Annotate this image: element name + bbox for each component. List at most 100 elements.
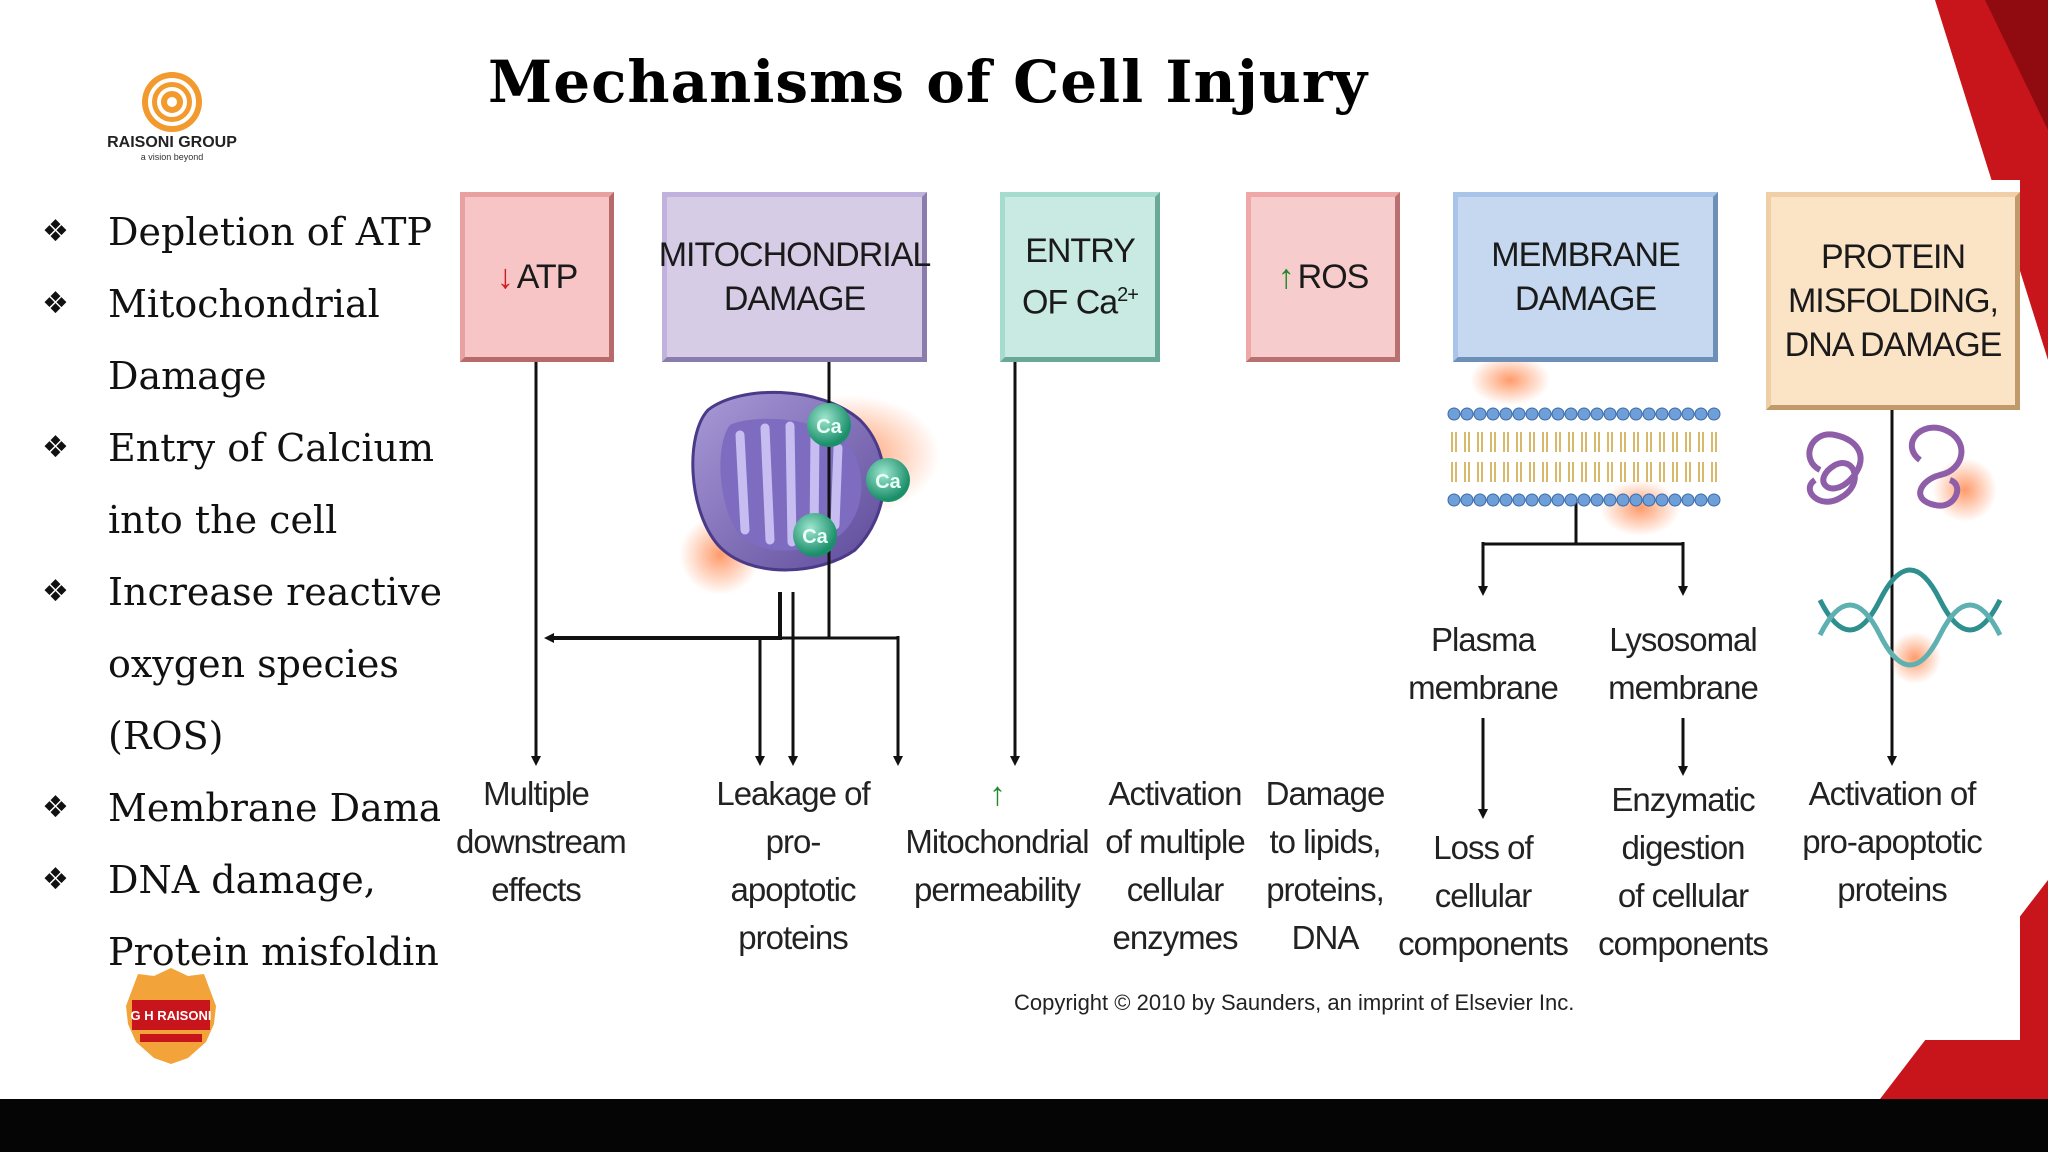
lipid-tail xyxy=(1698,432,1704,452)
lipid-head xyxy=(1512,493,1526,507)
outcome-loss-components: Loss of cellular components xyxy=(1398,824,1569,968)
lipid-tail xyxy=(1503,462,1509,482)
lipid-head xyxy=(1668,407,1682,421)
lipid-tail xyxy=(1646,462,1652,482)
plasma-label-line2: membrane xyxy=(1408,669,1559,706)
raisoni-spiral-logo-icon xyxy=(142,72,202,132)
crest-logo-text: G H RAISONI xyxy=(131,1008,212,1023)
four-petal-diamond-icon: ❖ xyxy=(42,430,69,465)
lipid-tail xyxy=(1477,432,1483,452)
lipid-head xyxy=(1577,407,1591,421)
lipid-tail xyxy=(1685,432,1691,452)
lipid-head xyxy=(1642,493,1656,507)
diagram-graphics: Ca Ca Ca xyxy=(531,355,2003,819)
lipid-head xyxy=(1655,407,1669,421)
plasma-membrane-label: Plasma membrane xyxy=(1403,616,1563,712)
outcome-line: enzymes xyxy=(1112,919,1238,956)
bullet-text: Mitochondrial xyxy=(108,282,380,326)
lipid-tail xyxy=(1464,432,1470,452)
bullet-text-continued: Protein misfolding xyxy=(108,930,464,974)
protein-box-line3: DNA DAMAGE xyxy=(1784,326,2003,364)
lipid-head xyxy=(1629,493,1643,507)
bottom-bar xyxy=(0,1099,2048,1152)
lipid-head xyxy=(1486,407,1500,421)
page-title: Mechanisms of Cell Injury xyxy=(488,48,1369,116)
lipid-head xyxy=(1590,407,1604,421)
membrane-damage-box: MEMBRANE DAMAGE xyxy=(1453,192,1718,362)
lipid-head xyxy=(1512,407,1526,421)
calcium-ion-label: Ca xyxy=(816,416,842,438)
calcium-box-line1: ENTRY xyxy=(1025,232,1136,271)
lipid-tail xyxy=(1568,462,1574,482)
outcome-line: cellular xyxy=(1434,877,1533,914)
four-petal-diamond-icon: ❖ xyxy=(42,574,69,609)
membrane-glow xyxy=(1600,480,1680,536)
lipid-head xyxy=(1473,407,1487,421)
lipid-tail xyxy=(1581,432,1587,452)
lipid-head xyxy=(1538,407,1552,421)
lipid-tail xyxy=(1711,432,1717,452)
outcome-mito-permeability: ↑ Mitochondrial permeability xyxy=(902,770,1092,914)
bullet-text: Entry of Calcium xyxy=(108,426,435,470)
lipid-head xyxy=(1447,407,1461,421)
calcium-ion-label: Ca xyxy=(802,526,828,548)
lipid-tail xyxy=(1698,462,1704,482)
plasma-label-line1: Plasma xyxy=(1430,621,1536,658)
lipid-head xyxy=(1564,493,1578,507)
protein-box-line1: PROTEIN xyxy=(1820,238,1966,276)
arrow-up-icon: ↑ xyxy=(1277,258,1295,296)
lipid-head xyxy=(1460,407,1474,421)
lipid-head xyxy=(1551,493,1565,507)
calcium-ion-label: Ca xyxy=(875,471,901,493)
outcome-line: Multiple xyxy=(483,775,590,812)
bullet-text: Increase reactive xyxy=(108,570,443,614)
outcome-line: Damage xyxy=(1265,775,1386,812)
mito-to-effects-arrow xyxy=(544,592,782,643)
outcome-line: permeability xyxy=(914,871,1081,908)
lipid-head xyxy=(1707,407,1721,421)
lipid-head xyxy=(1473,493,1487,507)
cell-injury-diagram: Ca Ca Ca ↓ ATP MITOCHONDRIAL DAMAGE ENTR… xyxy=(440,180,2020,1040)
lipid-tail xyxy=(1633,432,1639,452)
bullet-list: ❖ Depletion of ATP ❖ Mitochondrial Damag… xyxy=(42,196,522,988)
outcome-line: proteins xyxy=(1837,871,1947,908)
lipid-head xyxy=(1577,493,1591,507)
arrow-up-icon: ↑ xyxy=(989,775,1005,812)
logo-tagline: a vision beyond xyxy=(140,152,204,162)
outcome-line: downstream xyxy=(456,823,627,860)
copyright-text: Copyright © 2010 by Saunders, an imprint… xyxy=(1014,990,1575,1015)
mitochondrion-icon xyxy=(691,390,886,572)
lipid-head xyxy=(1564,407,1578,421)
lipid-tail xyxy=(1607,432,1613,452)
dna-glow xyxy=(1889,632,1941,684)
bullet-text-continued: oxygen species (ROS) xyxy=(108,642,399,758)
bullet-item: ❖ Mitochondrial Damage xyxy=(42,268,522,412)
lipid-tail xyxy=(1568,432,1574,452)
gh-raisoni-crest-logo-icon: G H RAISONI xyxy=(126,968,216,1064)
outcome-line: cellular xyxy=(1126,871,1225,908)
lipid-head xyxy=(1525,407,1539,421)
logo-name: RAISONI GROUP xyxy=(107,134,237,151)
lipid-tail xyxy=(1659,462,1665,482)
outcome-line: effects xyxy=(491,871,582,908)
lipid-tail xyxy=(1555,462,1561,482)
outcome-line: pro-apoptotic xyxy=(1802,823,1983,860)
lipid-tail xyxy=(1464,462,1470,482)
lipid-head xyxy=(1447,493,1461,507)
membrane-box-line2: DAMAGE xyxy=(1514,280,1657,318)
outcome-line: components xyxy=(1598,925,1769,962)
lipid-tail xyxy=(1490,432,1496,452)
four-petal-diamond-icon: ❖ xyxy=(42,286,69,321)
atp-box: ↓ ATP xyxy=(460,192,614,362)
lipid-head xyxy=(1538,493,1552,507)
lipid-tail xyxy=(1620,432,1626,452)
bullet-item: ❖ Increase reactive oxygen species (ROS) xyxy=(42,556,522,772)
outcome-line: proteins, xyxy=(1266,871,1385,908)
lipid-tail xyxy=(1451,462,1457,482)
lipid-tail xyxy=(1659,432,1665,452)
lipid-head xyxy=(1551,407,1565,421)
lipid-tail xyxy=(1529,432,1535,452)
outcome-line: of cellular xyxy=(1617,877,1749,914)
bullet-item: ❖ Membrane Damage xyxy=(42,772,522,844)
